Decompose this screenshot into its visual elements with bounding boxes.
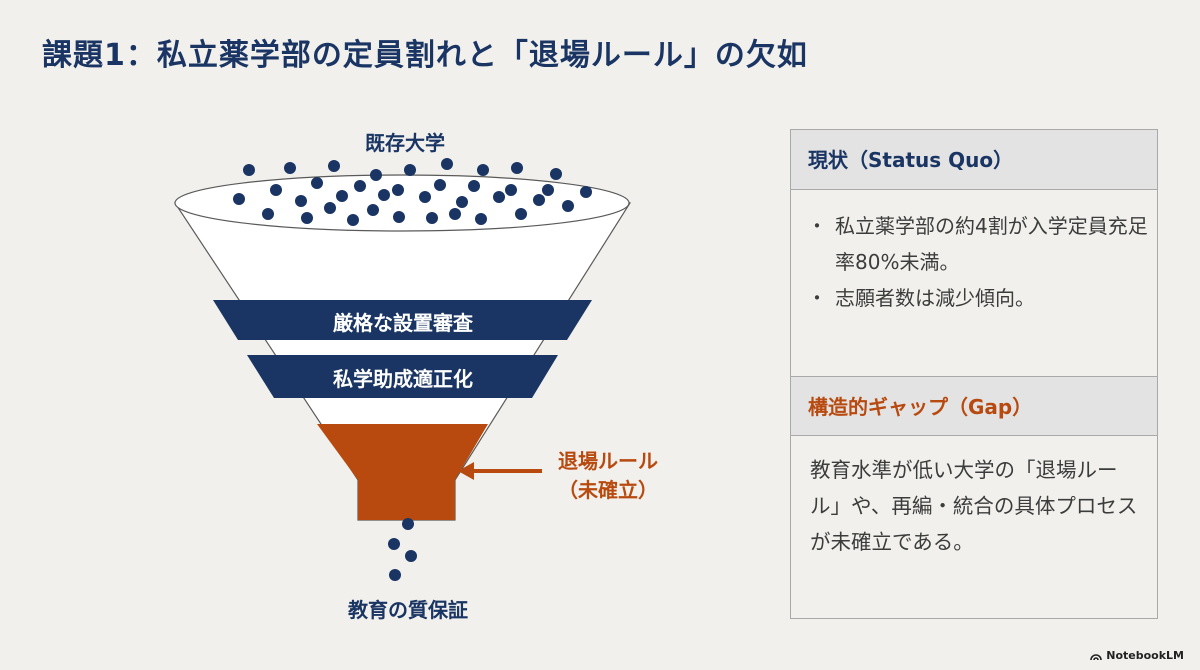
top-label: 既存大学: [365, 131, 445, 155]
university-dot: [336, 190, 348, 202]
status-item-1: 私立薬学部の約4割が入学定員充足率80%未満。: [807, 208, 1157, 280]
university-dot: [580, 186, 592, 198]
status-quo-list: 私立薬学部の約4割が入学定員充足率80%未満。 志願者数は減少傾向。: [807, 208, 1157, 316]
university-dot: [405, 550, 417, 562]
university-dot: [441, 158, 453, 170]
status-quo-heading: 現状（Status Quo）: [791, 130, 1157, 190]
university-dot: [505, 184, 517, 196]
university-dot: [370, 169, 382, 181]
exit-rule-label: 退場ルール: [558, 449, 658, 473]
exit-rule-status: （未確立）: [558, 478, 658, 502]
gap-heading: 構造的ギャップ（Gap）: [791, 376, 1157, 436]
university-dot: [468, 180, 480, 192]
university-dot: [354, 180, 366, 192]
university-dot: [402, 518, 414, 530]
university-dot: [347, 214, 359, 226]
page-title: 課題1：私立薬学部の定員割れと「退場ルール」の欠如: [42, 38, 808, 73]
university-dot: [233, 193, 245, 205]
university-dot: [311, 177, 323, 189]
university-dot: [477, 164, 489, 176]
university-dot: [393, 211, 405, 223]
university-dot: [392, 184, 404, 196]
funnel-exit-section: [317, 424, 488, 520]
university-dot: [511, 162, 523, 174]
info-panel: 現状（Status Quo） 私立薬学部の約4割が入学定員充足率80%未満。 志…: [790, 129, 1158, 619]
notebooklm-logo: NotebookLM: [1090, 649, 1184, 662]
university-dot: [367, 204, 379, 216]
funnel-band-2: [247, 355, 558, 398]
university-dot: [378, 189, 390, 201]
university-dot: [542, 184, 554, 196]
university-dot: [533, 194, 545, 206]
university-dot: [243, 164, 255, 176]
university-dot: [262, 208, 274, 220]
gap-description: 教育水準が低い大学の「退場ルール」や、再編・統合の具体プロセスが未確立である。: [810, 458, 1138, 554]
funnel-band-1-label: 厳格な設置審査: [333, 311, 473, 335]
university-dot: [515, 208, 527, 220]
university-dot: [562, 200, 574, 212]
university-dot: [426, 212, 438, 224]
university-dot: [449, 208, 461, 220]
status-item-2: 志願者数は減少傾向。: [807, 280, 1157, 316]
university-dot: [284, 162, 296, 174]
university-dot: [434, 179, 446, 191]
funnel-band-1: [213, 300, 592, 340]
university-dot: [419, 191, 431, 203]
university-dot: [550, 168, 562, 180]
university-dot: [456, 196, 468, 208]
university-dot: [475, 213, 487, 225]
bottom-label: 教育の質保証: [348, 598, 468, 622]
notebooklm-logo-text: NotebookLM: [1106, 649, 1184, 662]
funnel-band-2-label: 私学助成適正化: [333, 367, 473, 391]
university-dot: [493, 191, 505, 203]
university-dots: [233, 158, 592, 581]
university-dot: [324, 202, 336, 214]
notebooklm-logo-icon: [1090, 653, 1103, 660]
exit-rule-arrow-head: [458, 462, 474, 480]
university-dot: [388, 538, 400, 550]
university-dot: [301, 212, 313, 224]
university-dot: [404, 164, 416, 176]
university-dot: [295, 195, 307, 207]
university-dot: [389, 569, 401, 581]
university-dot: [328, 160, 340, 172]
university-dot: [270, 184, 282, 196]
